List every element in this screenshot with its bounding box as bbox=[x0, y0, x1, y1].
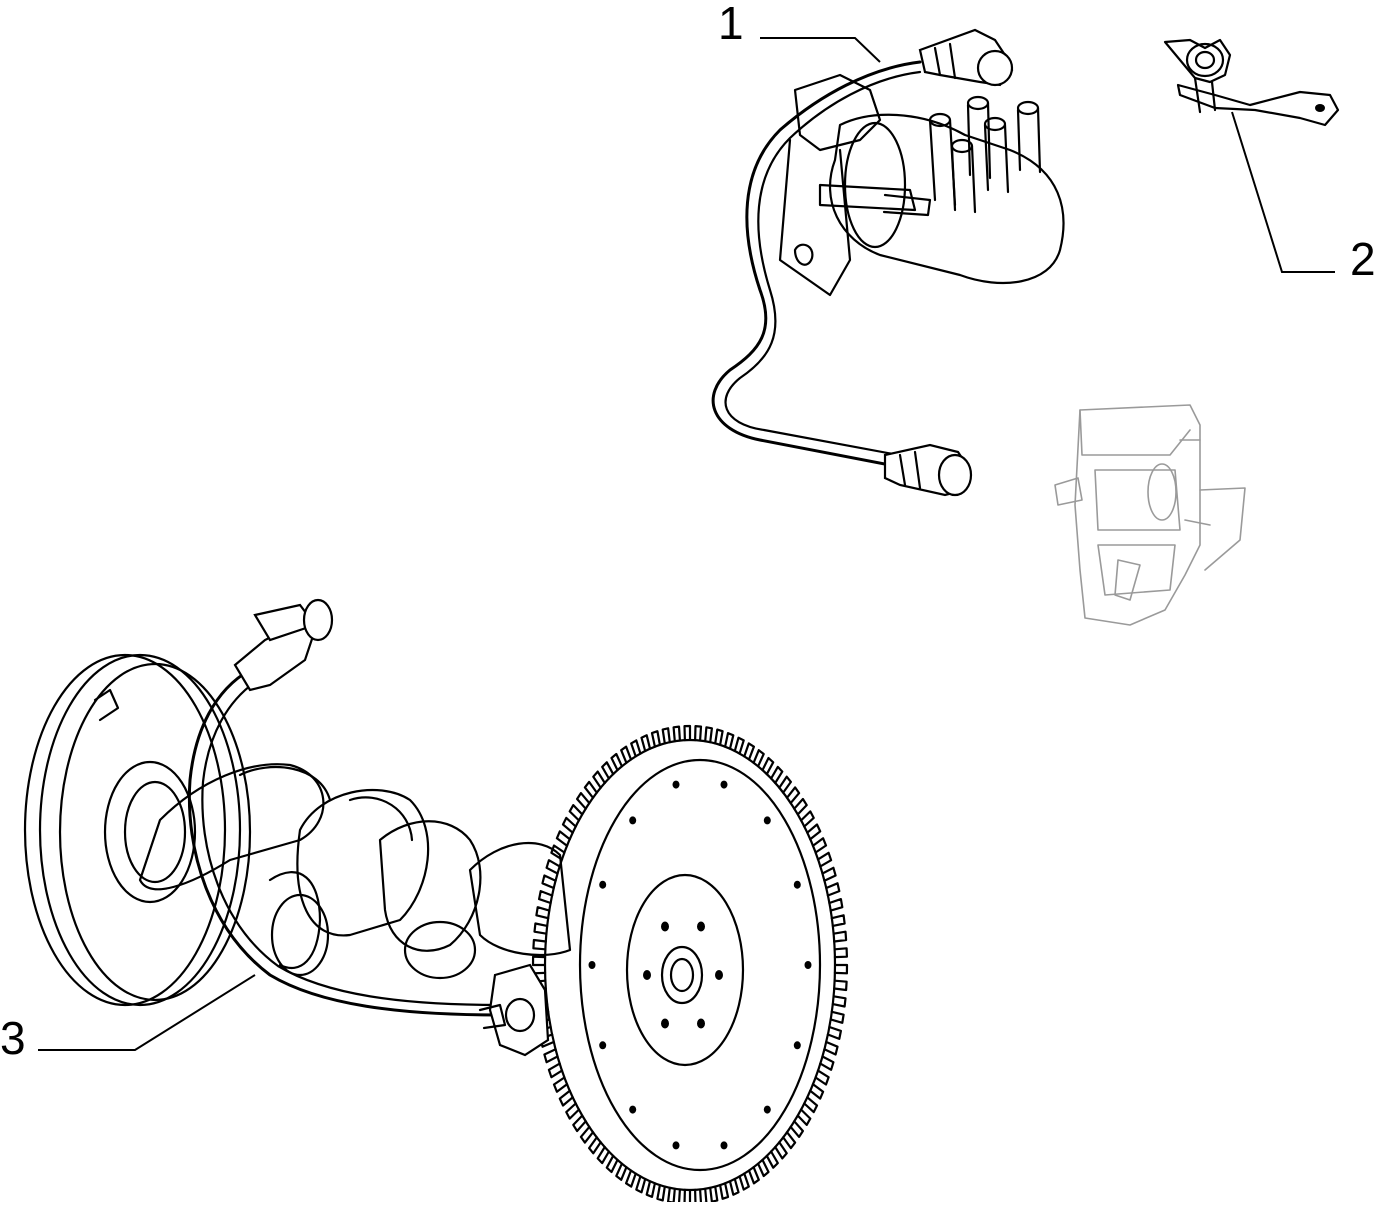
flywheel-outer-hole bbox=[629, 1105, 637, 1114]
crankshaft-assembly bbox=[23, 598, 849, 1206]
flywheel-outer-hole bbox=[793, 880, 801, 889]
reference-bracket-ghost bbox=[1054, 404, 1246, 626]
flywheel-bolt-hole bbox=[661, 921, 669, 932]
callout-label-2: 2 bbox=[1350, 233, 1376, 285]
leader-line-3 bbox=[38, 974, 256, 1051]
flywheel-outer-hole bbox=[599, 880, 607, 889]
flywheel-bolt-hole bbox=[661, 1018, 669, 1029]
ignition-coil-assembly bbox=[711, 28, 1065, 497]
flywheel-outer-hole bbox=[599, 1041, 607, 1050]
callout-label-1: 1 bbox=[718, 0, 744, 49]
flywheel-outer-hole bbox=[804, 961, 812, 969]
flywheel-outer-hole bbox=[720, 1141, 728, 1150]
sensor-bracket-assembly bbox=[1163, 38, 1340, 127]
flywheel-outer-hole bbox=[672, 1141, 680, 1150]
callout-label-3: 3 bbox=[0, 1012, 26, 1064]
flywheel-bolt-hole bbox=[643, 970, 651, 980]
flywheel-outer-hole bbox=[763, 1105, 771, 1114]
flywheel-outer-hole bbox=[629, 816, 637, 825]
flywheel-outer-hole bbox=[672, 780, 680, 789]
flywheel-outer-hole bbox=[763, 816, 771, 825]
flywheel-outer-hole bbox=[588, 961, 596, 969]
flywheel-bolt-hole bbox=[715, 970, 723, 980]
flywheel-outer-hole bbox=[720, 780, 728, 789]
leader-line-2 bbox=[1231, 111, 1335, 273]
flywheel-bolt-hole bbox=[697, 1018, 705, 1029]
flywheel-outer-hole bbox=[793, 1041, 801, 1050]
leader-line-1 bbox=[760, 37, 881, 63]
flywheel-bolt-hole bbox=[697, 921, 705, 932]
